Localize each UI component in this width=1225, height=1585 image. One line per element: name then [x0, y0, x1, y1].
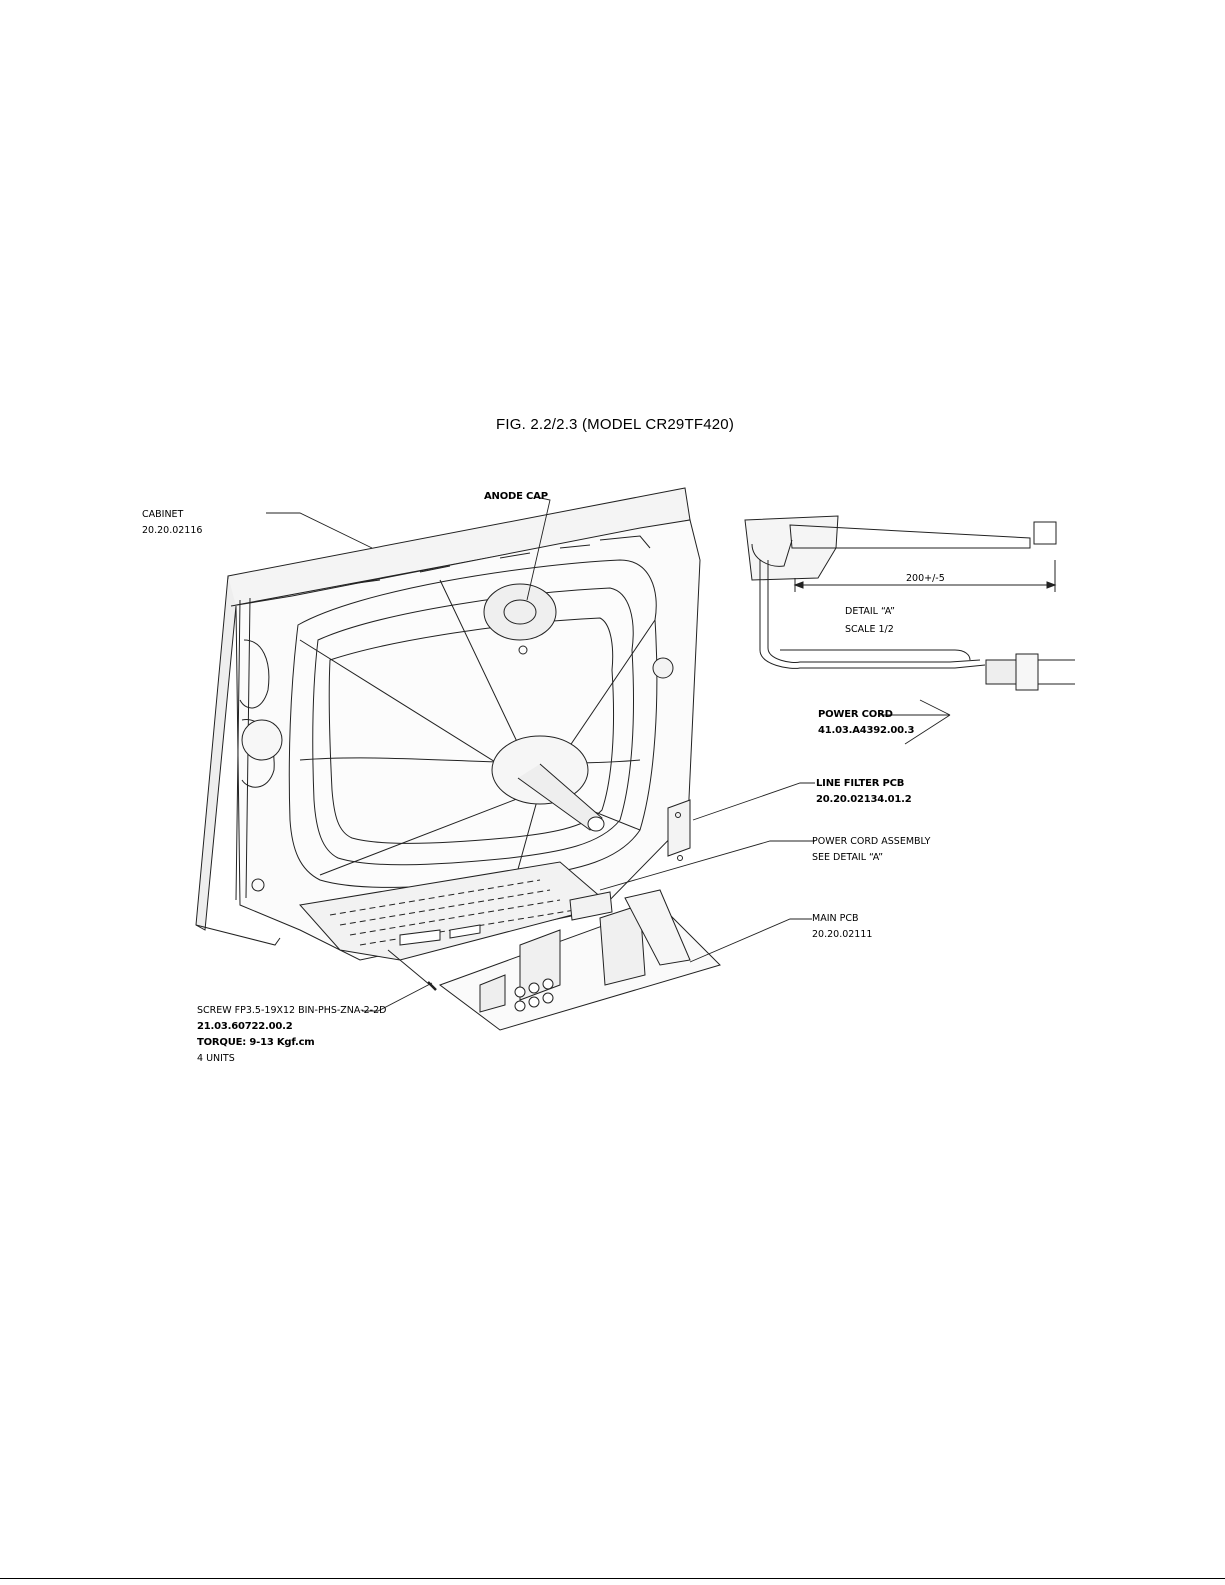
detail-a-title: DETAIL “A” [845, 604, 895, 620]
main-pcb-callout: MAIN PCB 20.20.02111 [812, 911, 872, 943]
dimension-label: 200+/-5 [906, 571, 945, 587]
crt-tube [289, 560, 673, 887]
cabinet-part-number: 20.20.02116 [142, 523, 202, 539]
line-filter-callout: LINE FILTER PCB 20.20.02134.01.2 [816, 776, 912, 808]
power-cord-assembly-callout: POWER CORD ASSEMBLY SEE DETAIL “A” [812, 834, 930, 866]
anode-cap-callout: ANODE CAP [484, 489, 548, 505]
power-cord-assembly-note: SEE DETAIL “A” [812, 850, 930, 866]
line-filter-pcb-drawing [668, 800, 690, 861]
detail-a-scale: SCALE 1/2 [845, 622, 895, 638]
screw-part-number: 21.03.60722.00.2 [197, 1019, 386, 1035]
page-bottom-rule [0, 1578, 1225, 1579]
screw-quantity: 4 UNITS [197, 1051, 386, 1067]
power-cord-part-number: 41.03.A4392.00.3 [818, 723, 914, 739]
line-filter-part-number: 20.20.02134.01.2 [816, 792, 912, 808]
screw-label: SCREW FP3.5-19X12 BIN-PHS-ZNA-2-2D [197, 1003, 386, 1019]
main-pcb-part-number: 20.20.02111 [812, 927, 872, 943]
detail-dimension: 200+/-5 [906, 571, 945, 587]
screw-callout: SCREW FP3.5-19X12 BIN-PHS-ZNA-2-2D 21.03… [197, 1003, 386, 1067]
line-filter-label: LINE FILTER PCB [816, 776, 912, 792]
screw-torque: TORQUE: 9-13 Kgf.cm [197, 1035, 386, 1051]
detail-a-drawing [745, 516, 1075, 690]
anode-cap-label: ANODE CAP [484, 489, 548, 505]
detail-a-callout: DETAIL “A” SCALE 1/2 [845, 604, 895, 638]
main-pcb-label: MAIN PCB [812, 911, 872, 927]
cabinet-callout: CABINET 20.20.02116 [142, 507, 202, 539]
power-cord-assembly-label: POWER CORD ASSEMBLY [812, 834, 930, 850]
power-cord-callout: POWER CORD 41.03.A4392.00.3 [818, 707, 914, 739]
cabinet-label: CABINET [142, 507, 202, 523]
power-cord-label: POWER CORD [818, 707, 914, 723]
